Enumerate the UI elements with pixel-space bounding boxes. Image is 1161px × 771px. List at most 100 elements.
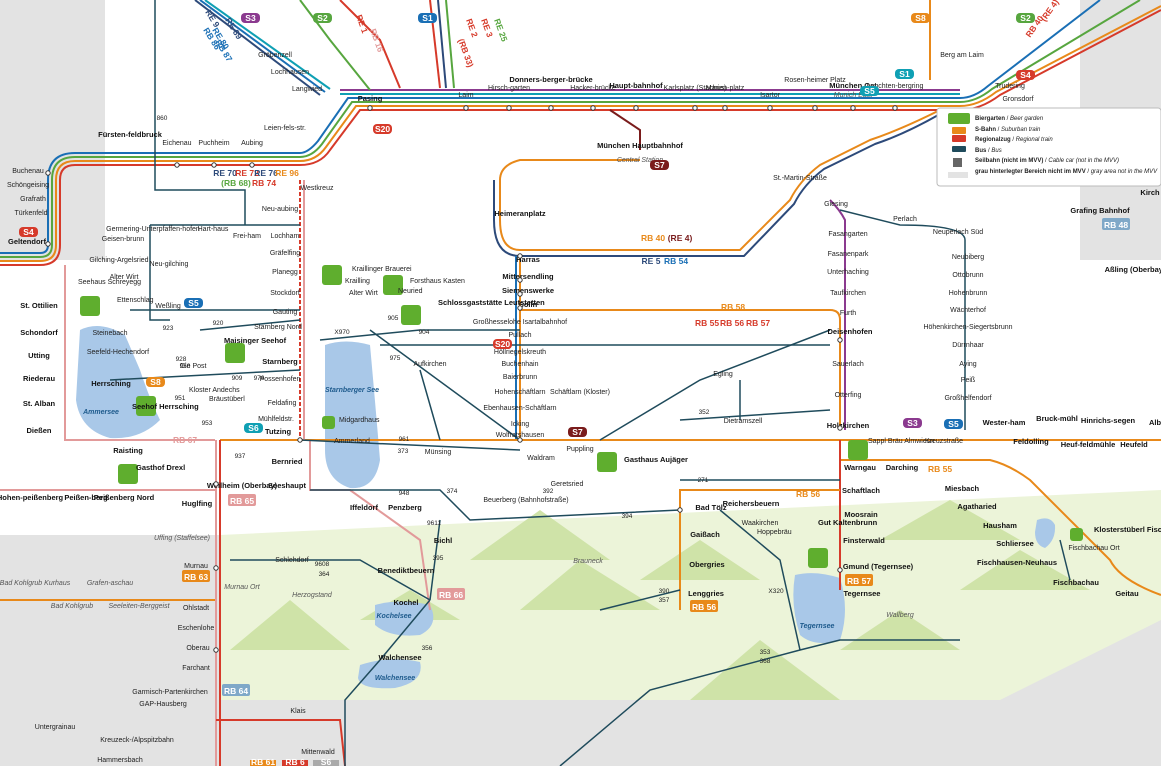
station-label: Schöngeising bbox=[7, 182, 49, 189]
line-label: RE 70 bbox=[213, 168, 237, 178]
beer-garden-icon bbox=[383, 275, 403, 295]
beer-garden-label: Krailling bbox=[345, 278, 370, 285]
station-label: Gröbenzell bbox=[258, 52, 292, 59]
line-label: RB 40 bbox=[641, 233, 665, 243]
line-badge-label: S1 bbox=[899, 69, 910, 79]
line-label: RE 76 bbox=[254, 168, 278, 178]
station-marker bbox=[249, 162, 255, 168]
line-badge bbox=[19, 227, 38, 237]
legend-row: S-Bahn / Suburban train bbox=[975, 126, 1041, 133]
legend-text: Biergarten / Beer garden S-Bahn / Suburb… bbox=[975, 114, 1157, 177]
top-line-label: RE 2 bbox=[464, 17, 480, 38]
station-label: Pasing bbox=[358, 94, 383, 103]
top-line-label: (RE 4) bbox=[1038, 0, 1060, 23]
station-label: Grafing Bahnhof bbox=[1070, 206, 1130, 215]
line-label: (RB 68) bbox=[221, 178, 251, 188]
station-label: Siemenswerke bbox=[502, 286, 554, 295]
station-label: Harras bbox=[516, 255, 540, 264]
station-label: Farchant bbox=[182, 665, 210, 672]
station-label: Perlach bbox=[893, 216, 917, 223]
line-badge-label: S5 bbox=[188, 298, 199, 308]
bus-number: 395 bbox=[433, 555, 444, 562]
station-marker bbox=[211, 162, 217, 168]
station-label: Planegg bbox=[272, 269, 298, 276]
bus-number: 356 bbox=[422, 645, 433, 652]
station-label: Feldafing bbox=[268, 400, 297, 407]
rb-badge bbox=[182, 570, 210, 582]
line-badge bbox=[1016, 70, 1035, 80]
station-label: Alter Wirt bbox=[110, 274, 139, 281]
bus-number: 392 bbox=[543, 488, 554, 495]
station-label: Ohlstadt bbox=[183, 605, 209, 612]
station-label: Weilheim (Oberbay) bbox=[207, 481, 278, 490]
top-line-label: (RB 33) bbox=[456, 37, 476, 69]
station-label: Leuchten-bergring bbox=[867, 83, 924, 90]
station-label: Buchenhain bbox=[502, 361, 539, 368]
rb-badge-label: RB 66 bbox=[439, 590, 463, 600]
bus-number: 953 bbox=[202, 420, 213, 427]
line-badge bbox=[146, 377, 165, 387]
station-label: Geretsried bbox=[551, 481, 584, 488]
station-label: Marien-platz bbox=[706, 85, 745, 92]
station-label: Höhenkirchen-Siegertsbrunn bbox=[923, 324, 1012, 331]
station-label: Grafrath bbox=[20, 196, 46, 203]
station-label: Schliersee bbox=[996, 539, 1034, 548]
station-label: Hacker-brücke bbox=[570, 85, 616, 92]
beer-garden-label: Klosterstüberl Fischbachau bbox=[1094, 525, 1161, 534]
station-label: Westkreuz bbox=[301, 185, 334, 192]
station-label: Münsing bbox=[425, 449, 452, 456]
station-label: Haupt-bahnhof bbox=[609, 81, 663, 90]
station-label: Taufkirchen bbox=[830, 290, 866, 297]
station-label: Eschenlohe bbox=[178, 625, 215, 632]
station-label: Mühlfeldstr. bbox=[258, 416, 294, 423]
line-label: RB 57 bbox=[746, 318, 770, 328]
station-label: Wester-ham bbox=[983, 418, 1026, 427]
station-marker bbox=[850, 105, 856, 111]
station-label: Brauneck bbox=[573, 558, 603, 565]
station-label: Kreuzeck-/Alpspitzbahn bbox=[100, 737, 174, 744]
beer-garden-label: Gut Kaltenbrunn bbox=[818, 518, 878, 527]
station-label: Deisenhofen bbox=[827, 327, 872, 336]
station-label: Warngau bbox=[844, 463, 876, 472]
station-marker bbox=[297, 437, 303, 443]
station-label: Wolfratshausen bbox=[496, 432, 545, 439]
line-badge-label: S5 bbox=[864, 86, 875, 96]
station-label: Geisen-brunn bbox=[102, 236, 145, 243]
line-badge-label: S2 bbox=[317, 13, 328, 23]
station-label: Herzogstand bbox=[292, 592, 333, 599]
line-badge bbox=[313, 13, 332, 23]
station-label: Gmund (Tegernsee) bbox=[843, 562, 914, 571]
lake-label: Kochelsee bbox=[376, 613, 411, 620]
station-label: Iffeldorf bbox=[350, 503, 378, 512]
station-label: Lochham bbox=[271, 233, 300, 240]
station-marker bbox=[517, 291, 523, 297]
station-label: Seeshaupt bbox=[268, 481, 306, 490]
station-label: Großhelfendorf bbox=[944, 395, 991, 402]
legend-row: grau hinterlegter Bereich nicht im MVV /… bbox=[975, 168, 1158, 175]
station-label: Unterhaching bbox=[827, 269, 869, 276]
station-label: Wallberg bbox=[886, 612, 914, 619]
beer-garden-label: Midgardhaus bbox=[339, 417, 380, 424]
beer-garden-label: Maisinger Seehof bbox=[224, 336, 287, 345]
line-badge bbox=[184, 298, 203, 308]
station-label: Steinebach bbox=[92, 330, 127, 337]
station-label: Puppling bbox=[566, 446, 593, 453]
line-badge-label: S2 bbox=[1020, 13, 1031, 23]
beer-garden-label: Die Post bbox=[180, 363, 207, 370]
rb-badge bbox=[1102, 218, 1130, 230]
bus-number: 860 bbox=[157, 115, 168, 122]
line-label: (RE 4) bbox=[668, 233, 693, 243]
station-label: Murnau Ort bbox=[224, 584, 260, 591]
beer-garden-label: Kraillinger Brauerei bbox=[352, 266, 412, 273]
rb-badge bbox=[437, 588, 465, 600]
line-badge bbox=[1016, 13, 1035, 23]
station-label: Alb bbox=[1149, 418, 1161, 427]
rb-badge-label: RB 56 bbox=[692, 602, 716, 612]
station-label: Bad Tölz bbox=[695, 503, 726, 512]
bus-number: 353 bbox=[760, 649, 771, 656]
line-label: RE 72 bbox=[235, 168, 259, 178]
beer-garden-label: Sappl Bräu Almwiesn bbox=[868, 438, 934, 445]
beer-garden-label: Alter Wirt bbox=[349, 290, 378, 297]
line-badge-label: S3 bbox=[245, 13, 256, 23]
beer-garden-label: Kloster Andechs bbox=[189, 387, 240, 394]
